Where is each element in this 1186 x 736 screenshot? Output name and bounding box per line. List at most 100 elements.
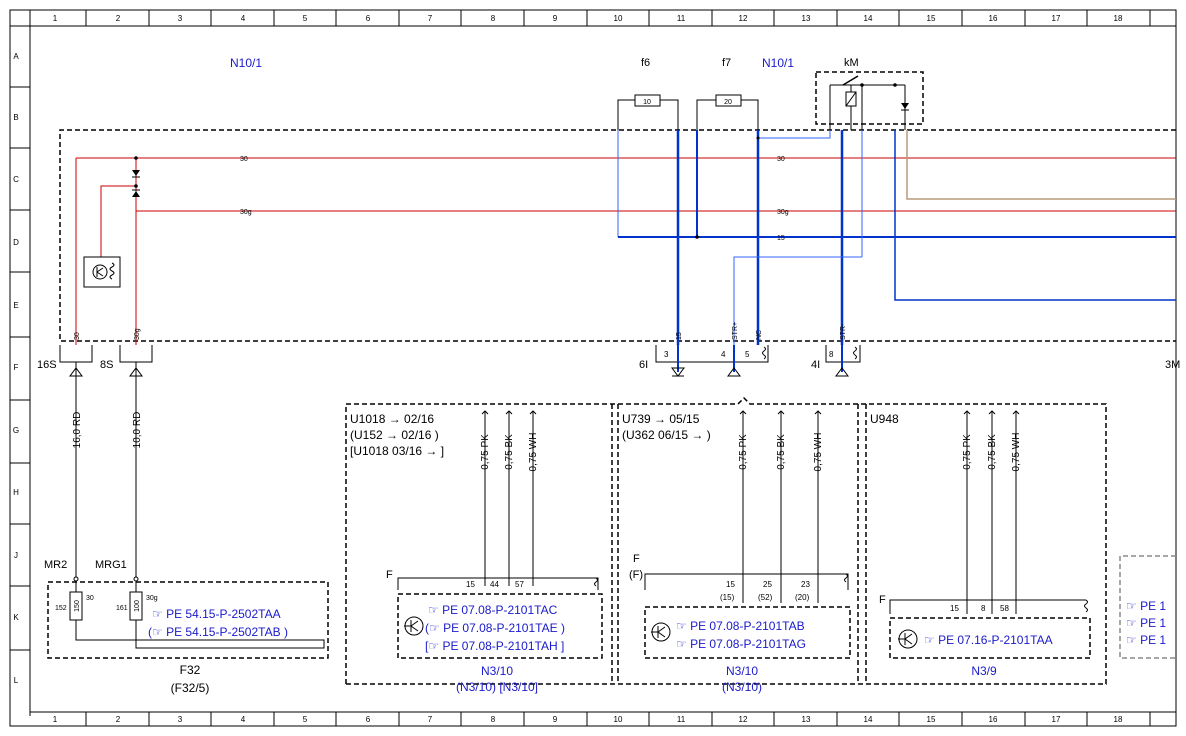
- svg-text:0,75 WH: 0,75 WH: [528, 433, 539, 472]
- col-label: 16: [989, 14, 998, 23]
- svg-text:100: 100: [134, 600, 141, 612]
- fuse-f6: f6 10: [617, 57, 679, 130]
- svg-text:STR-: STR-: [840, 323, 847, 340]
- col-label: 18: [1114, 715, 1123, 724]
- svg-text:0,75 BK: 0,75 BK: [776, 434, 787, 470]
- col-label: 1: [53, 14, 58, 23]
- svg-text:☞ PE 54.15-P-2502TAA: ☞ PE 54.15-P-2502TAA: [152, 607, 281, 621]
- svg-text:10,0 RD: 10,0 RD: [132, 412, 143, 449]
- svg-text:(F32/5): (F32/5): [171, 681, 210, 695]
- svg-text:15: 15: [950, 604, 959, 613]
- svg-text:N3/10: N3/10: [481, 664, 513, 678]
- row-label: L: [14, 676, 19, 685]
- svg-text:(20): (20): [795, 593, 810, 602]
- frame: [9, 9, 1177, 727]
- svg-text:44: 44: [490, 580, 499, 589]
- svg-text:☞ PE 1: ☞ PE 1: [1126, 633, 1166, 647]
- wire-labels: 30 30g 15 STR+ NC STR-: [74, 322, 847, 340]
- relay-km: kM: [815, 57, 924, 130]
- svg-text:8: 8: [829, 350, 834, 359]
- transistor-icon: [404, 616, 424, 636]
- svg-text:(☞ PE 07.08-P-2101TAE ): (☞ PE 07.08-P-2101TAE ): [425, 621, 565, 635]
- col-label: 14: [864, 715, 873, 724]
- svg-text:(N3/10): (N3/10): [722, 680, 762, 694]
- module-n3-10-a: U1018 → 02/16 (U152 → 02/16 ) [U1018 03/…: [350, 410, 603, 694]
- svg-text:kM: kM: [844, 57, 859, 69]
- col-label: 9: [553, 14, 558, 23]
- svg-text:F: F: [879, 594, 886, 606]
- col-label: 2: [116, 14, 121, 23]
- module-n3-9: U948 0,75 PK 0,75 BK 0,75 WH F 15 8 58 ☞…: [870, 410, 1091, 678]
- svg-text:U1018 → 02/16: U1018 → 02/16: [350, 412, 434, 426]
- connector-8s: 8S 10,0 RD: [100, 345, 153, 578]
- row-label: C: [13, 175, 19, 184]
- col-label: 15: [927, 715, 936, 724]
- svg-text:3: 3: [664, 350, 669, 359]
- svg-text:MRG1: MRG1: [95, 559, 127, 571]
- svg-text:(☞ PE 54.15-P-2502TAB ): (☞ PE 54.15-P-2502TAB ): [148, 625, 288, 639]
- fuse-f7: f7 20: [696, 57, 759, 130]
- diode-pair: [132, 156, 140, 197]
- grid-rows: A B C D E F G H J K L: [10, 52, 30, 685]
- col-label: 3: [178, 14, 183, 23]
- col-label: 17: [1052, 14, 1061, 23]
- svg-text:30g: 30g: [146, 595, 158, 602]
- col-label: 9: [553, 715, 558, 724]
- col-label: 12: [739, 14, 748, 23]
- svg-text:☞ PE 1: ☞ PE 1: [1126, 599, 1166, 613]
- col-label: 1: [53, 715, 58, 724]
- col-label: 5: [303, 715, 308, 724]
- col-label: 8: [491, 14, 496, 23]
- col-label: 17: [1052, 715, 1061, 724]
- left-supply-circuit: [75, 158, 137, 345]
- svg-text:☞ PE 07.08-P-2101TAC: ☞ PE 07.08-P-2101TAC: [428, 603, 558, 617]
- col-label: 6: [366, 14, 371, 23]
- svg-text:N3/9: N3/9: [971, 664, 997, 678]
- col-label: 10: [614, 715, 623, 724]
- svg-text:30: 30: [777, 156, 785, 163]
- grid-columns: 1 2 3 4 5 6 7 8 9 10 11 12 13 14 15 16 1…: [53, 10, 1151, 726]
- svg-text:(15): (15): [720, 593, 735, 602]
- svg-text:F32: F32: [180, 663, 201, 677]
- connector-3m: 3M: [1165, 359, 1180, 371]
- svg-text:16S: 16S: [37, 359, 57, 371]
- n10-1-enclosure: [59, 129, 1176, 342]
- svg-text:30g: 30g: [134, 328, 141, 340]
- svg-text:5: 5: [745, 350, 750, 359]
- bus-30g: 30g 30g: [136, 209, 1176, 216]
- svg-text:F: F: [386, 569, 393, 581]
- svg-text:10: 10: [643, 99, 651, 106]
- svg-text:(52): (52): [758, 593, 773, 602]
- col-label: 11: [677, 715, 686, 724]
- col-label: 10: [614, 14, 623, 23]
- col-label: 5: [303, 14, 308, 23]
- col-label: 18: [1114, 14, 1123, 23]
- svg-text:30g: 30g: [240, 209, 252, 216]
- svg-text:U739 → 05/15: U739 → 05/15: [622, 412, 700, 426]
- col-label: 4: [241, 715, 246, 724]
- row-label: E: [13, 301, 18, 310]
- row-label: A: [13, 52, 19, 61]
- svg-text:MR2: MR2: [44, 559, 67, 571]
- svg-text:30: 30: [74, 332, 81, 340]
- bus-30: 30 30: [76, 156, 1176, 163]
- svg-text:15: 15: [726, 580, 735, 589]
- n10-1-label: N10/1: [230, 56, 262, 70]
- svg-text:NC: NC: [756, 330, 763, 340]
- svg-text:[☞ PE 07.08-P-2101TAH ]: [☞ PE 07.08-P-2101TAH ]: [425, 639, 564, 653]
- svg-text:0,75 PK: 0,75 PK: [480, 434, 491, 470]
- svg-text:STR+: STR+: [732, 322, 739, 340]
- col-label: 3: [178, 715, 183, 724]
- col-label: 2: [116, 715, 121, 724]
- svg-text:25: 25: [763, 580, 772, 589]
- transistor-icon: [898, 629, 918, 649]
- sensor-transistor-icon: [83, 256, 121, 288]
- col-label: 15: [927, 14, 936, 23]
- svg-text:[U1018 03/16 → ]: [U1018 03/16 → ]: [350, 444, 444, 458]
- svg-text:8S: 8S: [100, 359, 113, 371]
- row-label: H: [13, 488, 19, 497]
- svg-text:23: 23: [801, 580, 810, 589]
- module-partial-right: ☞ PE 1 ☞ PE 1 ☞ PE 1: [1119, 555, 1176, 659]
- svg-text:0,75 WH: 0,75 WH: [1011, 433, 1022, 472]
